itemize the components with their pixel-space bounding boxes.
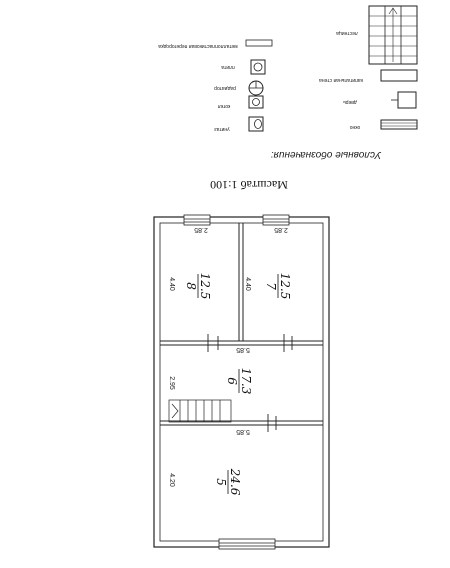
plan-stair [168, 399, 232, 423]
room-8-number: 8 [184, 282, 198, 290]
toilet-icon [248, 116, 264, 132]
room-6-number: 6 [225, 377, 239, 385]
dimensions: 2.85 2.85 4.40 4.40 5.85 2.95 5.85 4.20 [168, 226, 288, 487]
scale-title: Масштаб 1:100 [210, 178, 288, 192]
dim-corridor-width-bottom: 5.85 [236, 428, 250, 435]
radiator-icon [248, 80, 264, 96]
room-7-number: 7 [264, 282, 278, 290]
legend-label-stove: плита [221, 64, 235, 70]
window-bottom [218, 538, 276, 550]
window-top-left [183, 214, 211, 226]
door-room-8 [207, 334, 219, 352]
legend: Условные обозначения: лестница металлопл… [158, 5, 418, 161]
partition-icon [245, 39, 273, 47]
room-8-label: 12.5 8 [184, 273, 212, 300]
door-icon [391, 91, 417, 109]
legend-title: Условные обозначения: [271, 149, 383, 161]
window-icon [380, 119, 418, 130]
legend-label-window: окно [350, 124, 361, 130]
window-top-right [262, 214, 290, 226]
dim-rooms-height-right: 4.40 [244, 277, 251, 291]
wall-icon [380, 69, 418, 82]
legend-label-door: дверь [343, 99, 357, 105]
room-6-label: 17.3 6 [225, 368, 253, 395]
room-labels: 12.5 8 12.5 7 17.3 6 24.6 5 [184, 273, 292, 496]
door-room-7 [283, 334, 293, 352]
room-7-label: 12.5 7 [264, 273, 292, 300]
stair-icon [368, 5, 418, 65]
legend-label-heater: радиатор [214, 85, 236, 91]
door-room-5 [267, 414, 277, 432]
plan-windows [183, 214, 290, 550]
legend-label-partition: металлопластиковая перегородка [158, 43, 237, 49]
stove-icon [250, 59, 266, 75]
room-8-area: 12.5 [198, 273, 212, 300]
dim-corridor-width-top: 5.85 [236, 346, 250, 353]
boiler-icon [248, 95, 264, 109]
dim-top-right-width: 2.85 [274, 226, 288, 233]
dim-bottom-room-height: 4.20 [168, 473, 175, 487]
legend-label-boiler: котел [218, 103, 231, 109]
legend-label-toilet: унитаз [214, 126, 230, 132]
plan-doors [207, 334, 293, 432]
room-5-label: 24.6 5 [214, 468, 242, 496]
room-7-area: 12.5 [278, 273, 292, 300]
legend-label-wall: капитальная стена [319, 77, 363, 83]
dim-top-left-width: 2.85 [194, 226, 208, 233]
legend-label-stair: лестница [336, 30, 358, 36]
room-5-area: 24.6 [228, 468, 242, 496]
dim-corridor-height: 2.95 [168, 376, 175, 390]
dim-rooms-height-left: 4.40 [168, 277, 175, 291]
room-6-area: 17.3 [239, 368, 253, 395]
room-5-number: 5 [214, 478, 228, 486]
